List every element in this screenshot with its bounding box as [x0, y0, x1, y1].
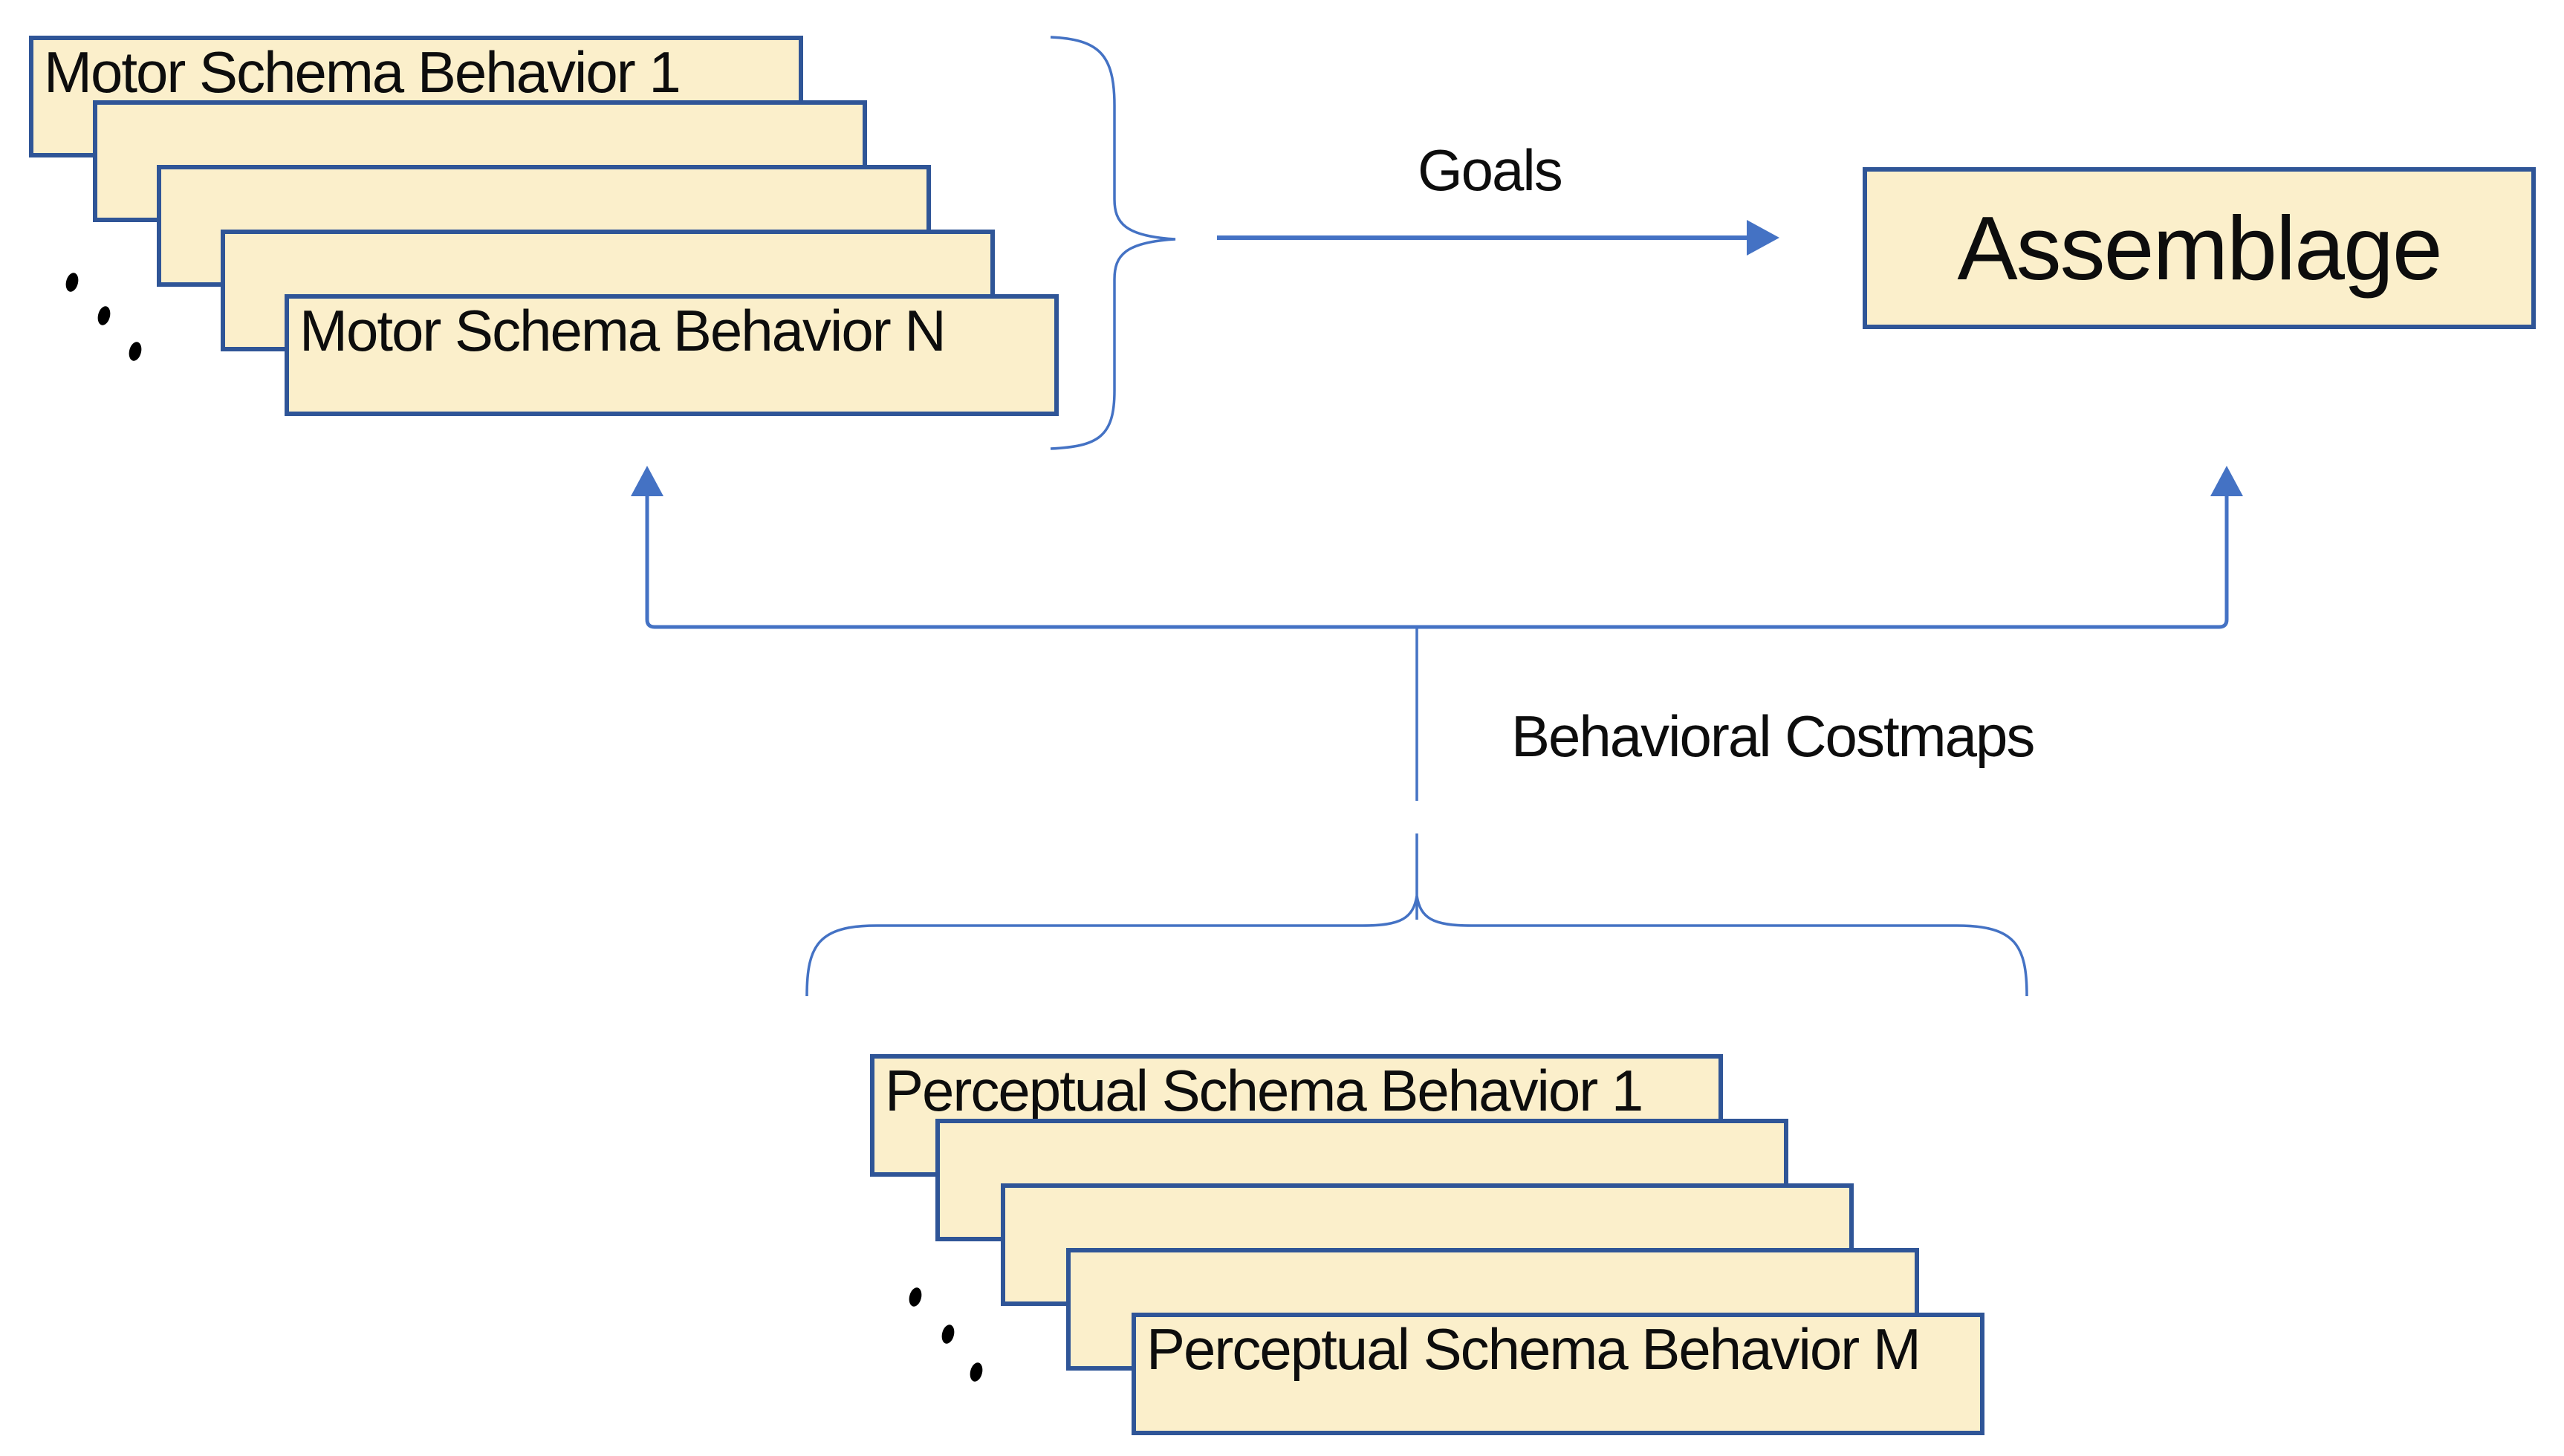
motor-ellipsis-dots-icon: [65, 273, 142, 361]
perceptual-schema-box-1-label: Perceptual Schema Behavior 1: [885, 1058, 1643, 1123]
costmaps-rail: [645, 495, 2229, 629]
up-arrowhead-right-icon: [2210, 466, 2243, 496]
motor-stack-brace: [1050, 36, 1176, 450]
perceptual-schema-box-m: Perceptual Schema Behavior M: [1132, 1313, 1984, 1435]
motor-schema-box-n: Motor Schema Behavior N: [285, 294, 1059, 416]
goals-edge-label: Goals: [1418, 137, 1563, 203]
motor-schema-box-1-label: Motor Schema Behavior 1: [44, 39, 681, 105]
up-arrowhead-left-icon: [631, 466, 663, 496]
perceptual-schema-box-m-label: Perceptual Schema Behavior M: [1146, 1316, 1921, 1382]
goals-arrowhead-icon: [1747, 220, 1779, 256]
perceptual-stack-brace: [805, 895, 2028, 997]
motor-schema-box-n-label: Motor Schema Behavior N: [299, 298, 947, 363]
perceptual-ellipsis-dots-icon: [909, 1287, 983, 1382]
assemblage-box: Assemblage: [1863, 167, 2536, 329]
costmaps-connector: [631, 466, 2243, 920]
assemblage-label: Assemblage: [1957, 198, 2442, 299]
behavioral-costmaps-edge-label: Behavioral Costmaps: [1511, 703, 2035, 769]
goals-arrow: [1217, 220, 1779, 256]
